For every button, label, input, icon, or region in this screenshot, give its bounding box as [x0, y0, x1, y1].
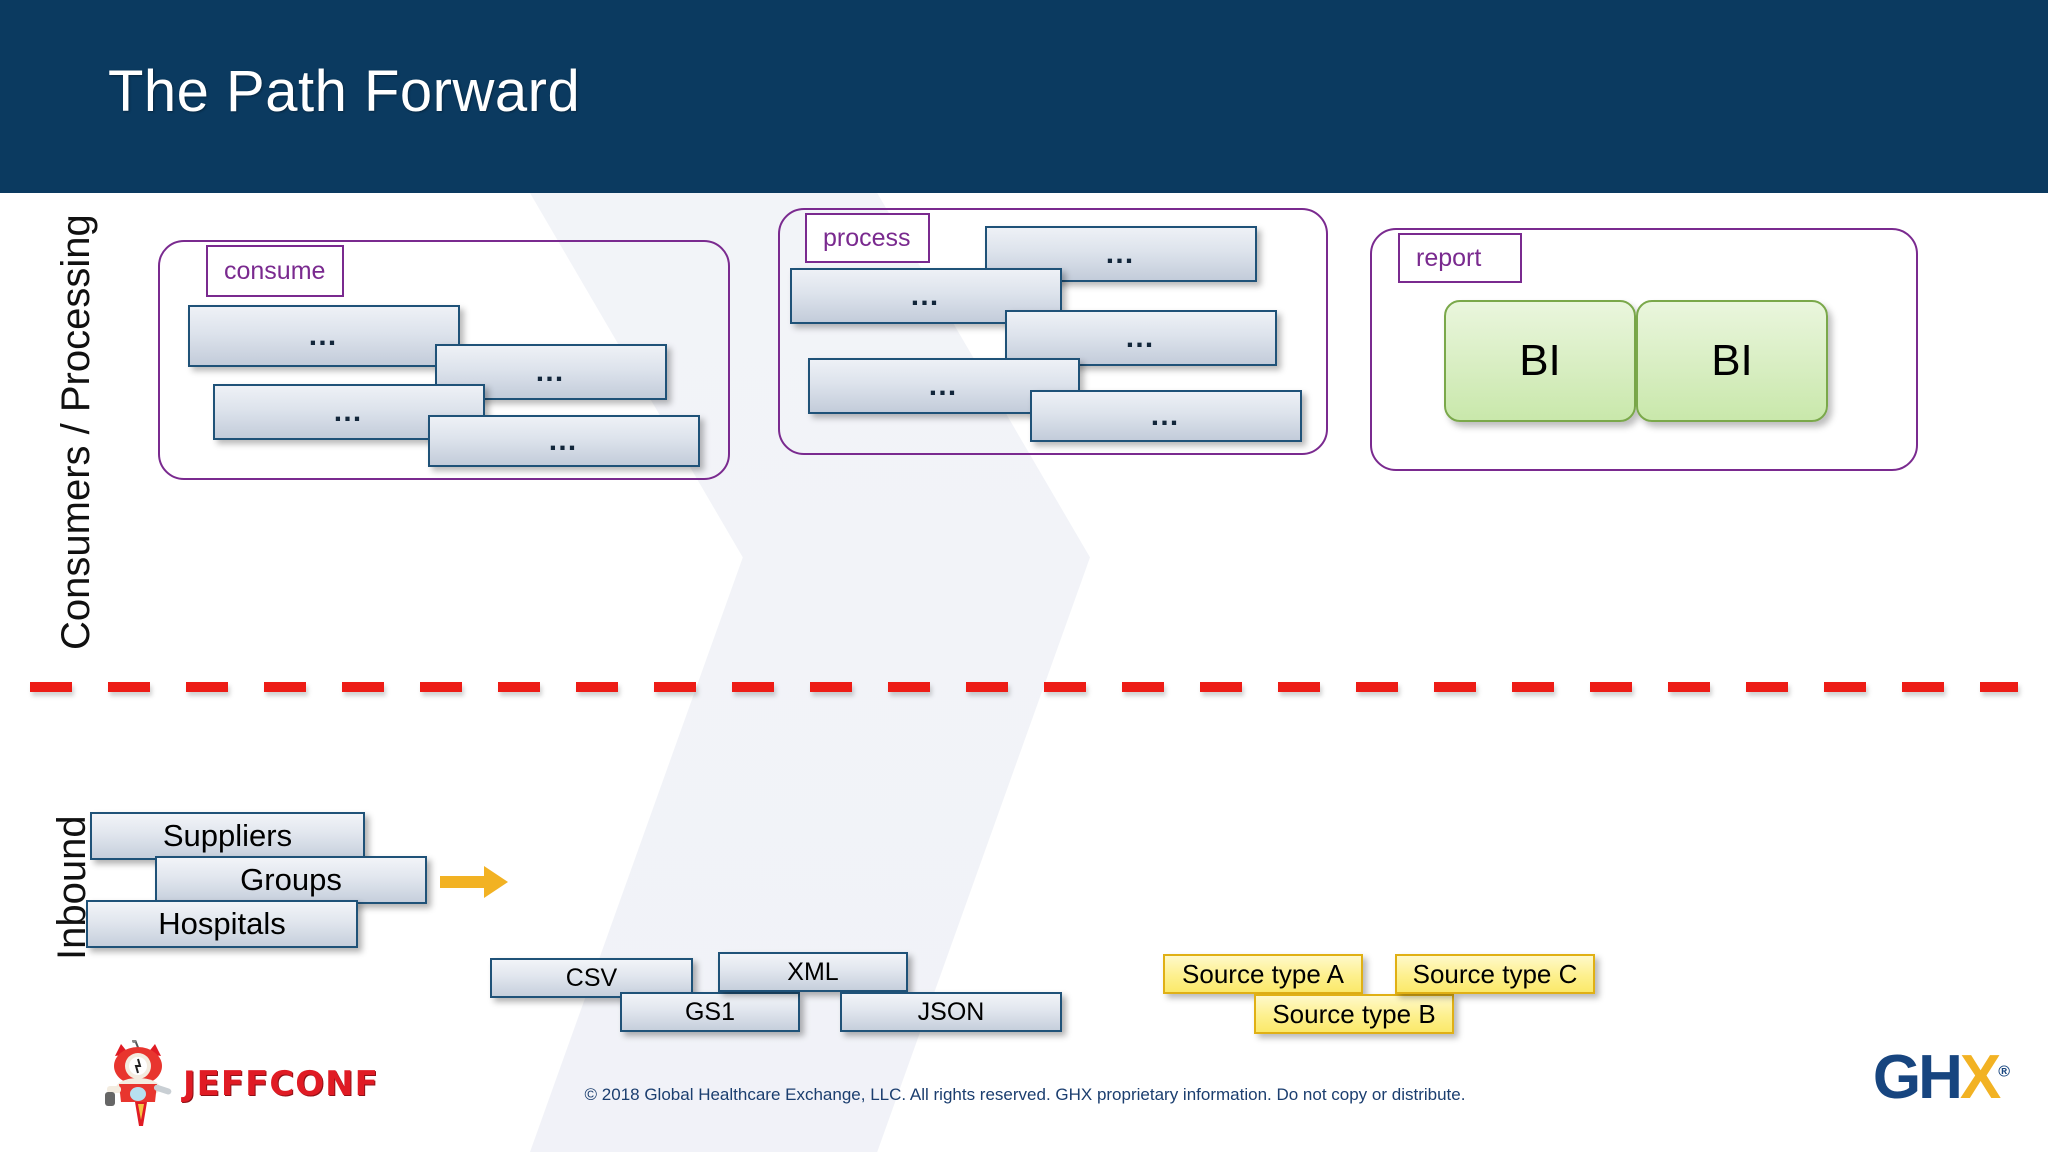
group-tab-process-label: process — [823, 223, 911, 252]
inbound-format-xml-label: XML — [787, 957, 839, 986]
inbound-format-gs1-label: GS1 — [684, 997, 736, 1026]
jeffconf-mascot-icon — [105, 1040, 172, 1126]
inbound-source-hospitals[interactable]: Hospitals — [86, 900, 358, 948]
section-label-consumers-processing: Consumers / Processing — [54, 214, 98, 650]
section-divider — [30, 682, 2018, 692]
inbound-source-groups-label: Groups — [240, 862, 342, 897]
page-title: The Path Forward — [108, 59, 581, 124]
inbound-source-suppliers[interactable]: Suppliers — [90, 812, 365, 860]
process-box-5[interactable]: … — [1030, 390, 1302, 442]
consume-box-1[interactable]: … — [188, 305, 460, 367]
consume-box-2-label: … — [534, 355, 568, 388]
report-bi-box-1[interactable]: BI — [1444, 300, 1636, 422]
group-tab-consume: consume — [206, 245, 344, 297]
consume-box-3-label: … — [332, 395, 366, 428]
flow-arrow-icon — [440, 866, 508, 898]
inbound-format-json[interactable]: JSON — [840, 992, 1062, 1032]
process-box-5-label: … — [1149, 399, 1183, 432]
report-bi-box-2-label: BI — [1711, 336, 1753, 385]
inbound-format-json-label: JSON — [917, 997, 985, 1026]
inbound-format-csv[interactable]: CSV — [490, 958, 693, 998]
ghx-logo-trademark: ® — [1998, 1063, 2010, 1081]
group-consume — [158, 240, 730, 480]
source-type-c[interactable]: Source type C — [1395, 954, 1595, 994]
source-type-a[interactable]: Source type A — [1163, 954, 1363, 994]
group-tab-process: process — [805, 213, 930, 263]
group-process — [778, 208, 1328, 455]
jeffconf-logo-text: JEFFCONF — [183, 1064, 379, 1104]
inbound-format-xml[interactable]: XML — [718, 952, 908, 992]
source-type-b[interactable]: Source type B — [1254, 994, 1454, 1034]
inbound-source-groups[interactable]: Groups — [155, 856, 427, 904]
process-box-2-label: … — [909, 279, 943, 312]
consume-box-4[interactable]: … — [428, 415, 700, 467]
process-box-1-label: … — [1104, 237, 1138, 270]
source-type-c-label: Source type C — [1412, 958, 1578, 989]
inbound-source-suppliers-label: Suppliers — [162, 818, 293, 853]
report-bi-box-1-label: BI — [1519, 336, 1561, 385]
inbound-format-csv-label: CSV — [565, 963, 618, 992]
source-type-a-label: Source type A — [1182, 958, 1344, 989]
group-tab-consume-label: consume — [224, 256, 326, 285]
inbound-format-gs1[interactable]: GS1 — [620, 992, 800, 1032]
consume-box-1-label: … — [307, 319, 341, 352]
report-bi-box-2[interactable]: BI — [1636, 300, 1828, 422]
process-box-3-label: … — [1124, 321, 1158, 354]
ghx-logo: GHX® — [1873, 1047, 2010, 1109]
process-box-3[interactable]: … — [1005, 310, 1277, 366]
group-report — [1370, 228, 1918, 471]
source-type-b-label: Source type B — [1272, 998, 1436, 1029]
group-tab-report: report — [1398, 233, 1522, 283]
ghx-logo-accent: X — [1959, 1043, 2001, 1112]
slide-header: The Path Forward — [0, 0, 2048, 193]
copyright-notice: © 2018 Global Healthcare Exchange, LLC. … — [584, 1085, 1466, 1104]
ghx-logo-primary: GH — [1872, 1043, 1963, 1112]
jeffconf-logo: JEFFCONF — [105, 1040, 379, 1128]
process-box-4-label: … — [927, 369, 961, 402]
consume-box-4-label: … — [547, 424, 581, 457]
inbound-source-hospitals-label: Hospitals — [158, 906, 286, 941]
group-tab-report-label: report — [1416, 243, 1482, 272]
